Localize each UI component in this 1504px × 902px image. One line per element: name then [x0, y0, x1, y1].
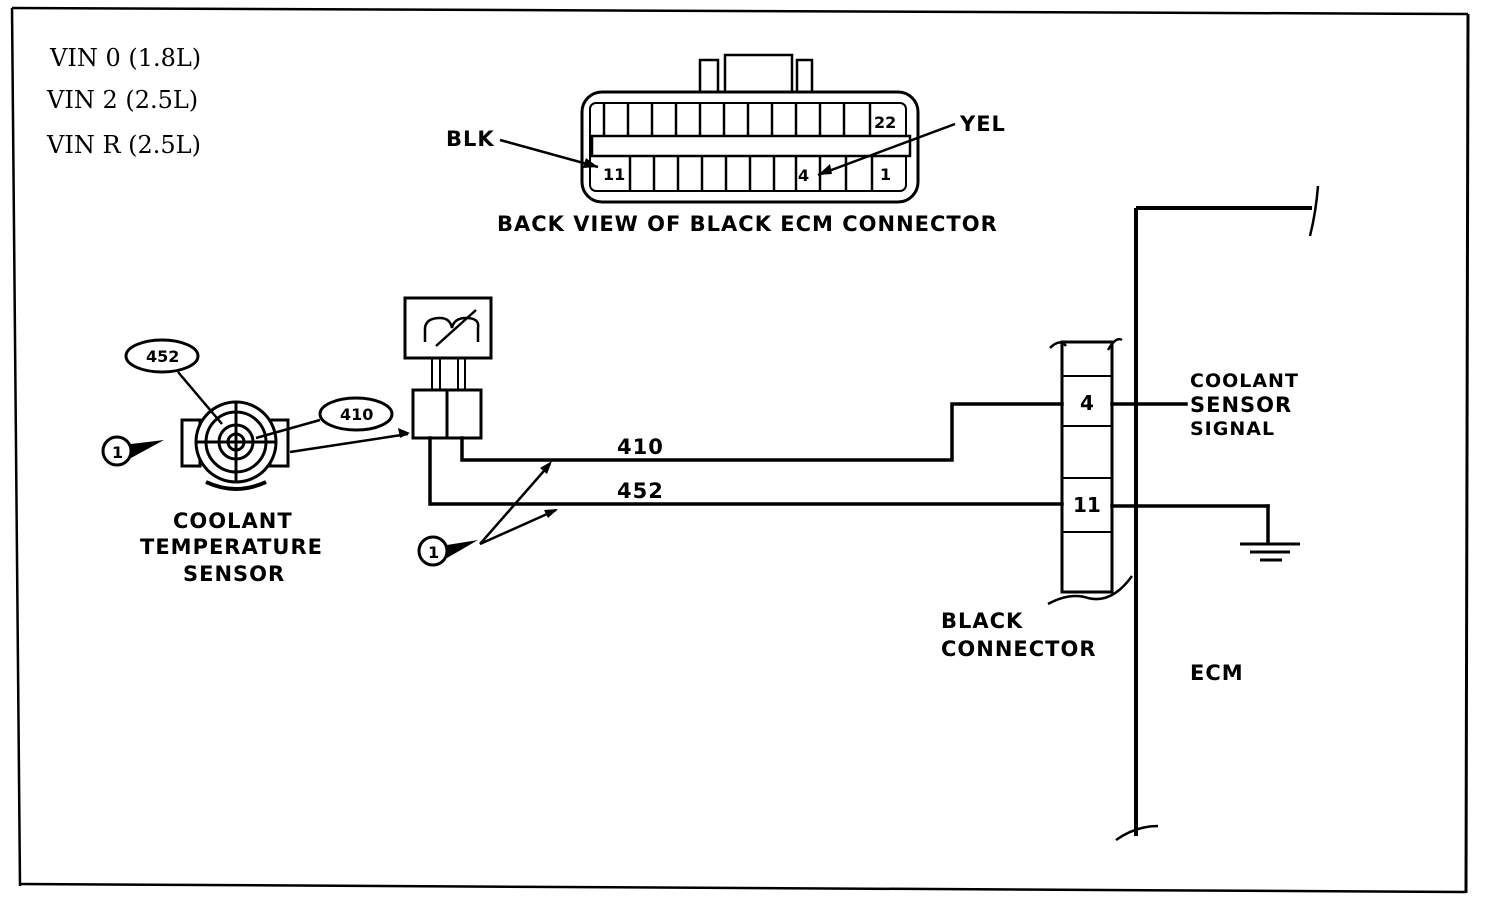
- sensor-label-line1: COOLANT: [173, 509, 293, 533]
- sensor-tag-452-text: 452: [146, 347, 179, 366]
- sensor-label-line2: TEMPERATURE: [140, 535, 323, 559]
- harness-connector: [403, 296, 493, 440]
- callout-1-sensor: 1: [101, 435, 164, 467]
- sensor-lead-arrow: [398, 428, 410, 438]
- black-connector-label-line1: BLACK: [941, 609, 1023, 633]
- signal-label-line1: COOLANT: [1190, 370, 1299, 392]
- pin-1-label: 1: [880, 165, 891, 184]
- connector-view-title: BACK VIEW OF BLACK ECM CONNECTOR: [497, 212, 998, 236]
- signal-label-line3: SIGNAL: [1190, 418, 1275, 440]
- sensor-to-harness-lead: [289, 432, 409, 454]
- pin-11-label: 11: [603, 165, 625, 184]
- sensor-tag-452: 452: [124, 338, 223, 425]
- yel-wire-label: YEL: [959, 112, 1006, 136]
- wire-410-label: 410: [617, 435, 664, 459]
- sensor-label-line3: SENSOR: [183, 562, 285, 586]
- main-wires: [428, 402, 1064, 506]
- callout-1-harness: 1: [417, 461, 558, 567]
- diagram-frame: [10, 6, 1470, 894]
- blk-wire-label: BLK: [446, 127, 495, 151]
- vin-note-2: VIN 2 (2.5L): [46, 86, 198, 114]
- pin-22-label: 22: [874, 113, 896, 132]
- sensor-tag-410-text: 410: [340, 405, 373, 424]
- coolant-sensor-icon: [180, 400, 290, 491]
- pin-4-label: 4: [798, 166, 809, 185]
- callout-1-sensor-text: 1: [112, 443, 123, 462]
- ecm-connector-back-view: 22 11 4 1: [499, 53, 956, 204]
- black-connector: 4 11: [1047, 337, 1134, 606]
- callout-1-harness-text: 1: [428, 543, 439, 562]
- ecm-boundary: [1115, 185, 1320, 842]
- ecm-pin-4: 4: [1080, 391, 1094, 415]
- ecm-internal-wiring: [1110, 402, 1270, 544]
- ground-icon: [1240, 542, 1300, 562]
- signal-label-line2: SENSOR: [1190, 393, 1292, 417]
- sensor-tag-410: 410: [255, 396, 394, 440]
- black-connector-label-line2: CONNECTOR: [941, 637, 1097, 661]
- vin-note-1: VIN 0 (1.8L): [49, 44, 201, 72]
- ecm-label: ECM: [1190, 661, 1244, 685]
- ecm-pin-11: 11: [1073, 493, 1101, 517]
- vin-note-3: VIN R (2.5L): [46, 131, 201, 159]
- wire-452-label: 452: [617, 479, 664, 503]
